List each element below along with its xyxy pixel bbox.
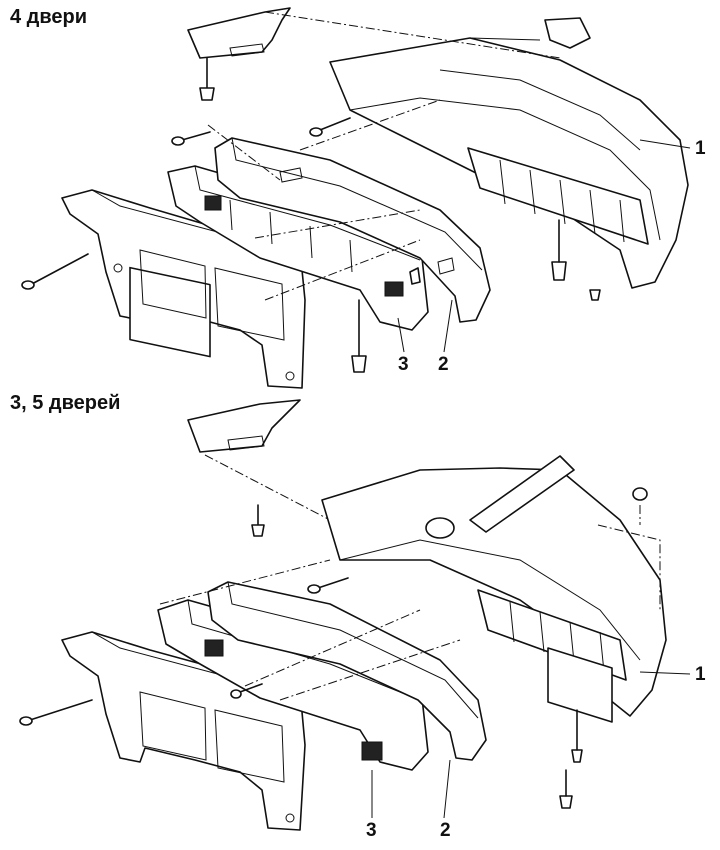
top-energy-absorber	[167, 165, 429, 331]
section-title-4-door: 4 двери	[10, 6, 88, 28]
bottom-fasteners	[230, 487, 648, 809]
callout-bottom-bumper-cover: 1	[695, 664, 706, 685]
bottom-side-bracket	[187, 399, 331, 537]
callout-top-reinforcement-beam: 2	[438, 354, 449, 375]
bottom-assembly	[19, 399, 691, 831]
top-assembly	[21, 7, 691, 389]
bottom-bumper-cover	[321, 455, 667, 723]
top-bumper-cover	[329, 17, 689, 289]
top-fasteners	[171, 117, 601, 373]
top-reinforcement-beam	[214, 137, 491, 323]
callout-bottom-energy-absorber: 3	[366, 820, 377, 841]
top-side-bracket	[187, 7, 291, 101]
callout-top-bumper-cover: 1	[695, 138, 706, 159]
bottom-reinforcement-beam	[207, 581, 487, 761]
section-title-3-5-door: 3, 5 дверей	[10, 392, 121, 414]
callout-bottom-reinforcement-beam: 2	[440, 820, 451, 841]
callout-top-energy-absorber: 3	[398, 354, 409, 375]
